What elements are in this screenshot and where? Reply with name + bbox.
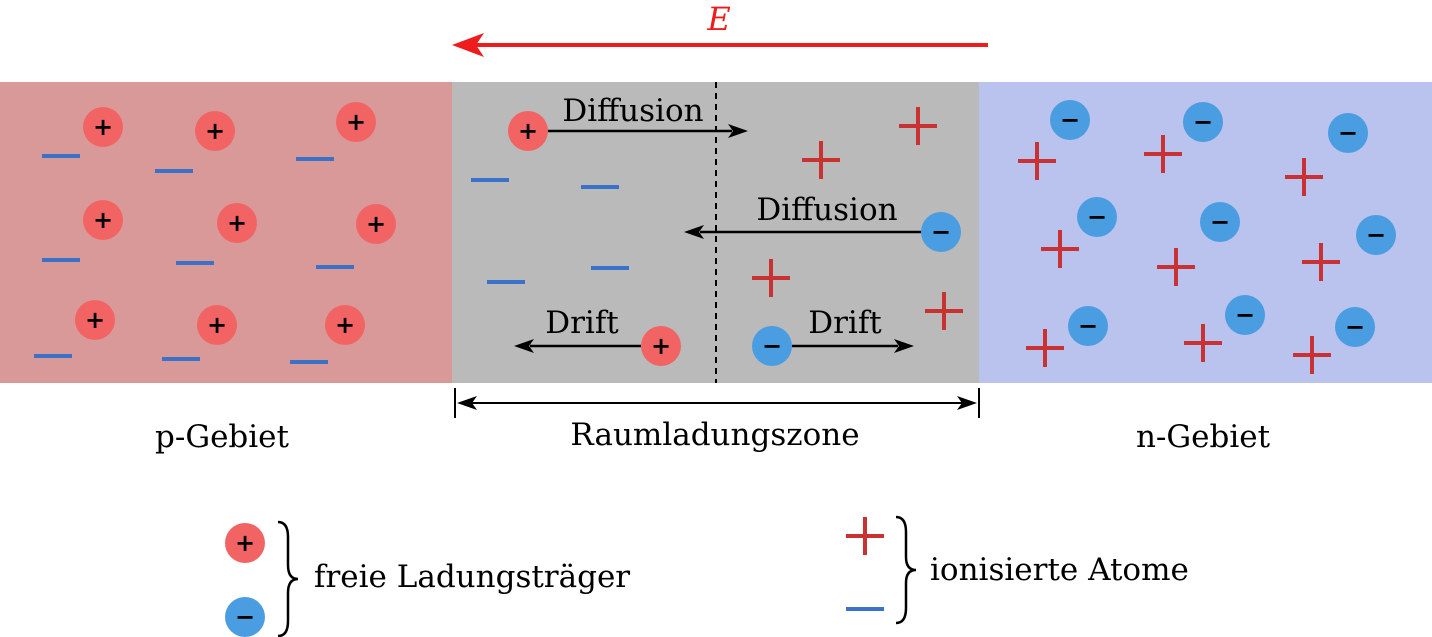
svg-text:+: + <box>85 306 105 334</box>
svg-text:−: − <box>1345 313 1365 341</box>
legend-hole-icon: + <box>225 523 265 563</box>
electron-carrier: − <box>1077 197 1117 237</box>
svg-text:+: + <box>93 113 113 141</box>
electron-drift-arrow <box>792 339 914 353</box>
hole-carrier: + <box>75 300 115 340</box>
svg-text:+: + <box>346 108 366 136</box>
donor-ion <box>925 292 963 330</box>
svg-text:−: − <box>931 218 951 246</box>
svg-text:+: + <box>651 332 671 360</box>
legend-donor-ion-icon <box>846 517 884 555</box>
electron-carrier: − <box>1200 202 1240 242</box>
legend-electron-icon: − <box>225 597 265 637</box>
svg-text:−: − <box>1235 301 1255 329</box>
hole-carrier: + <box>325 305 365 345</box>
svg-text:+: + <box>235 529 255 557</box>
electric-field-label: E <box>706 0 730 38</box>
hole-carrier: + <box>336 102 376 142</box>
electron-diffusion-label: Diffusion <box>756 192 897 228</box>
hole-carrier: + <box>197 305 237 345</box>
hole-carrier: + <box>83 107 123 147</box>
depletion-zone-label: Raumladungszone <box>570 417 859 453</box>
svg-text:−: − <box>1210 208 1230 236</box>
svg-text:+: + <box>518 117 538 145</box>
hole-drift-arrow <box>514 339 641 353</box>
diffusing-electron: − <box>921 212 961 252</box>
drifting-hole: + <box>641 326 681 366</box>
depletion-width-bracket <box>454 388 980 418</box>
electron-carrier: − <box>1328 113 1368 153</box>
hole-diffusion-arrow <box>548 124 748 138</box>
hole-carrier: + <box>217 203 257 243</box>
donor-ion <box>1018 142 1056 180</box>
svg-text:+: + <box>205 117 225 145</box>
hole-carrier: + <box>83 200 123 240</box>
donor-ion <box>1041 230 1079 268</box>
donor-ion <box>1157 248 1195 286</box>
donor-ion <box>1302 243 1340 281</box>
donor-ion <box>1026 329 1064 367</box>
diffusing-hole: + <box>508 111 548 151</box>
electric-field-arrow <box>452 33 988 57</box>
n-region-label: n-Gebiet <box>1136 419 1271 455</box>
donor-ion <box>1184 324 1222 362</box>
donor-ion <box>899 107 937 145</box>
legend-brace-ionized-atoms <box>895 515 917 625</box>
svg-text:−: − <box>1338 119 1358 147</box>
svg-text:−: − <box>1078 312 1098 340</box>
hole-carrier: + <box>195 111 235 151</box>
legend-brace-free-carriers <box>277 520 299 637</box>
electron-diffusion-arrow <box>684 225 922 239</box>
svg-text:−: − <box>235 603 255 631</box>
svg-text:+: + <box>93 206 113 234</box>
legend-free-carriers-label: freie Ladungsträger <box>314 559 630 595</box>
electron-carrier: − <box>1068 306 1108 346</box>
hole-drift-label: Drift <box>545 305 619 341</box>
electron-carrier: − <box>1183 102 1223 142</box>
particles-layer: + + + + + + + + + + − + − − − − − − − − − − + − <box>34 100 1396 637</box>
svg-text:+: + <box>207 311 227 339</box>
legend-ionized-atoms-label: ionisierte Atome <box>930 552 1189 588</box>
electron-drift-label: Drift <box>808 305 882 341</box>
donor-ion <box>1293 336 1331 374</box>
donor-ion <box>802 141 840 179</box>
bracket-arrowhead-right <box>957 396 977 410</box>
hole-diffusion-label: Diffusion <box>562 93 703 129</box>
svg-text:−: − <box>1087 203 1107 231</box>
p-region-label: p-Gebiet <box>155 419 290 455</box>
svg-text:+: + <box>335 311 355 339</box>
donor-ion <box>1144 135 1182 173</box>
electron-carrier: − <box>1225 295 1265 335</box>
drifting-electron: − <box>752 326 792 366</box>
hole-carrier: + <box>356 204 396 244</box>
svg-text:+: + <box>227 209 247 237</box>
svg-text:+: + <box>366 210 386 238</box>
svg-text:−: − <box>762 332 782 360</box>
electron-carrier: − <box>1335 307 1375 347</box>
electron-carrier: − <box>1356 215 1396 255</box>
donor-ion <box>752 259 790 297</box>
bracket-arrowhead-left <box>457 396 477 410</box>
svg-text:−: − <box>1060 106 1080 134</box>
electron-carrier: − <box>1050 100 1090 140</box>
donor-ion <box>1285 158 1323 196</box>
svg-text:−: − <box>1366 221 1386 249</box>
svg-text:−: − <box>1193 108 1213 136</box>
